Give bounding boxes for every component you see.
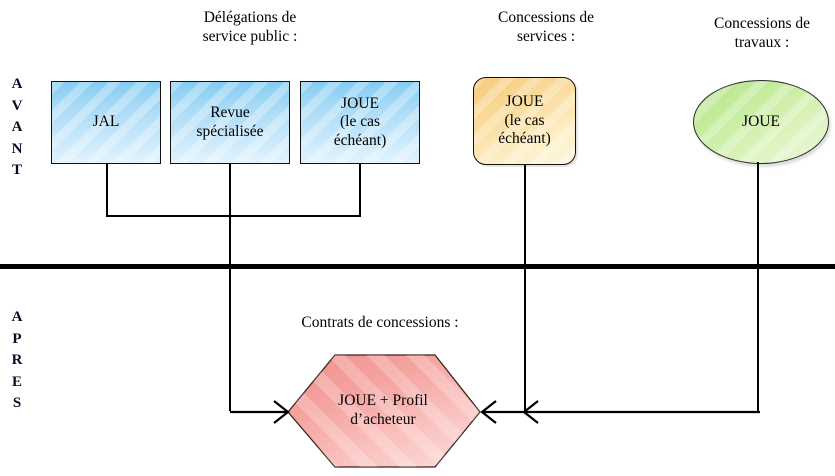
phase-letter: E	[11, 373, 22, 390]
node-joue-green[interactable]: JOUE	[693, 80, 829, 164]
arrow-right-into-hexagon	[480, 400, 760, 424]
connector-green-vertical	[757, 162, 759, 412]
node-jal[interactable]: JAL	[51, 81, 161, 164]
connector-trunk-vertical	[229, 215, 231, 411]
connector-joue-down	[359, 164, 361, 217]
connector-jal-down	[106, 164, 108, 217]
node-result-label: JOUE + Profil d’acheteur	[338, 392, 428, 428]
heading-contrats-concessions: Contrats de concessions :	[301, 314, 459, 331]
node-revue-specialisee[interactable]: Revue spécialisée	[170, 81, 290, 164]
heading-concessions-travaux: Concessions de travaux :	[713, 15, 810, 51]
phase-letter: N	[11, 140, 23, 157]
phase-divider	[0, 264, 835, 269]
arrow-left-into-hexagon	[230, 400, 290, 424]
phase-letter: R	[11, 352, 23, 368]
phase-label-avant: A V A N T	[4, 74, 30, 182]
heading-concessions-services: Concessions de services :	[497, 9, 594, 45]
phase-letter: T	[11, 162, 22, 178]
phase-letter: V	[11, 97, 23, 114]
connector-bracket-horizontal	[106, 215, 361, 217]
heading-delegations-service-public: Délégations de service public :	[202, 9, 298, 45]
phase-letter: P	[12, 330, 22, 347]
node-joue-blue[interactable]: JOUE (le cas échéant)	[300, 81, 420, 164]
phase-letter: A	[11, 309, 23, 325]
phase-letter: A	[11, 76, 23, 92]
phase-label-apres: A P R E S	[4, 307, 30, 415]
phase-letter: A	[11, 119, 23, 135]
node-result-hexagon[interactable]: JOUE + Profil d’acheteur	[283, 351, 483, 469]
phase-letter: S	[12, 395, 22, 411]
hexagon-shape	[287, 354, 481, 468]
node-joue-orange[interactable]: JOUE (le cas échéant)	[473, 77, 576, 165]
connector-orange-vertical	[524, 165, 526, 412]
connector-revue-down	[229, 164, 231, 217]
